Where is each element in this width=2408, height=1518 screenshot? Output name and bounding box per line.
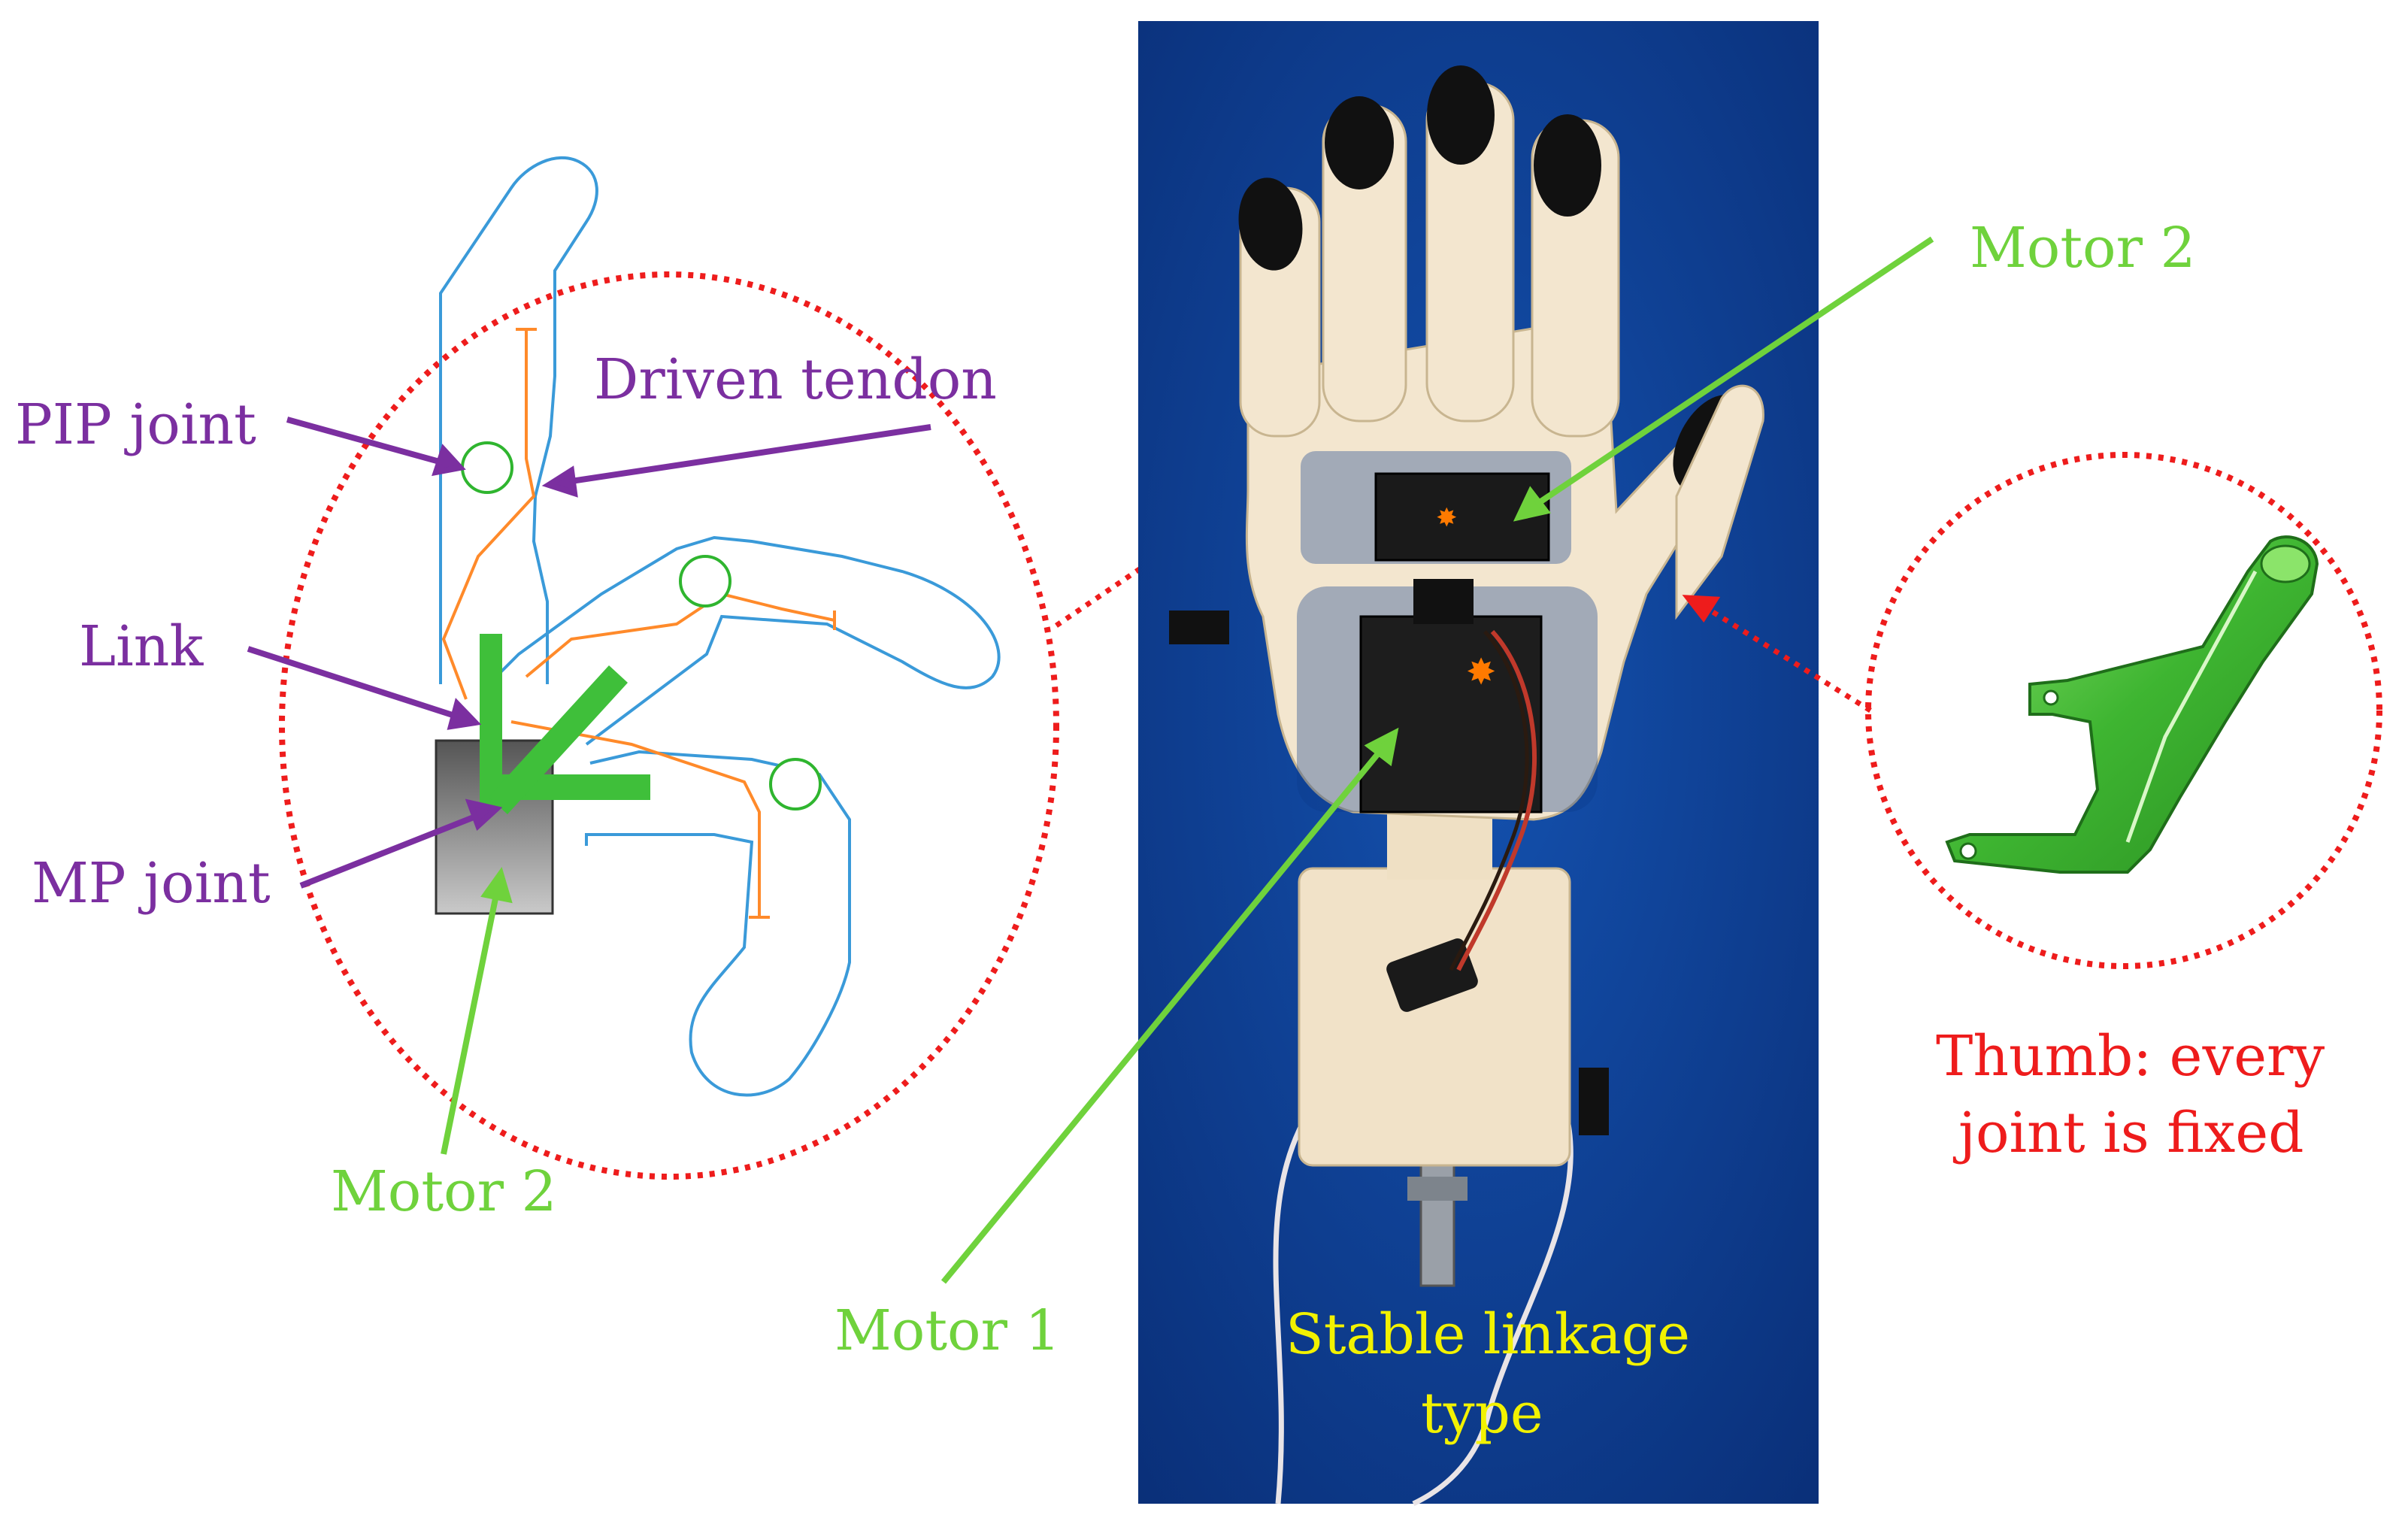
servo-motor-1-logo: ✸ [1466,651,1496,693]
servo-mount [1413,579,1474,624]
label-pip-joint: PIP joint [15,392,256,457]
side-connector-right [1579,1068,1609,1135]
thumb-inset: Thumb: every joint is fixed [1865,452,2382,1165]
label-motor-1: Motor 1 [834,1298,1061,1363]
thumb-part-hole [1959,842,1977,860]
fingertip-pads [1238,65,1748,492]
thumb-inset-circle [1865,452,2382,969]
servo-wires [1456,629,1537,971]
thumb-part-body [1945,535,2319,874]
servo-wires-dark [1449,630,1529,971]
thumb-part-render [1945,535,2319,874]
middle-tendon [525,592,835,678]
label-stable-linkage-line2: type [1421,1381,1543,1446]
label-link: Link [79,614,204,679]
servo-motor-1 [1359,615,1543,814]
pip-joint-circle [461,441,513,494]
wrist-connector [1386,938,1478,1012]
thumb [1675,384,1764,620]
lower-joint-circle [769,758,822,811]
robotic-hand-photo: ✸ ✸ Motor 2 Motor 1 Stable linkage type [834,21,2196,1507]
label-stable-linkage-line1: Stable linkage [1286,1302,1690,1367]
wrist-block [1298,867,1571,1167]
wrist-neck [1387,812,1492,880]
link-bars [480,634,650,814]
label-motor-2-right: Motor 2 [1970,216,2196,280]
upright-finger-outline [439,156,598,684]
middle-joint-circle [679,555,731,608]
label-thumb-line1: Thumb: every [1936,1024,2325,1089]
cable [1273,1104,1574,1507]
label-motor-2-left: Motor 2 [331,1159,557,1224]
thumb-part-hole-2 [2043,689,2059,706]
driven-tendon [441,329,536,700]
servo-motor-2-logo: ✸ [1436,503,1458,533]
purple-leader-arrows [247,417,931,889]
thumb-part-ridge [2125,570,2258,843]
middle-finger-outline [487,535,1001,746]
motor-1-leader [940,727,1399,1284]
side-connector-left [1169,611,1229,644]
motor-2-leader-right [1513,236,1934,522]
thumb-part-tip [2260,544,2311,583]
lower-finger-outline [585,750,851,1097]
zoom-connector-right [1682,595,1872,713]
label-thumb-line2: joint is fixed [1952,1101,2304,1165]
schematic-zoom-ellipse [279,271,1059,1180]
motor-2-leader-left [441,866,513,1155]
rod-nut [1407,1177,1468,1201]
schematic-panel: PIP joint Driven tendon Link MP joint Mo… [15,156,1336,1224]
lower-tendon [510,720,761,917]
label-mp-joint: MP joint [32,851,271,916]
label-driven-tendon: Driven tendon [594,347,997,412]
